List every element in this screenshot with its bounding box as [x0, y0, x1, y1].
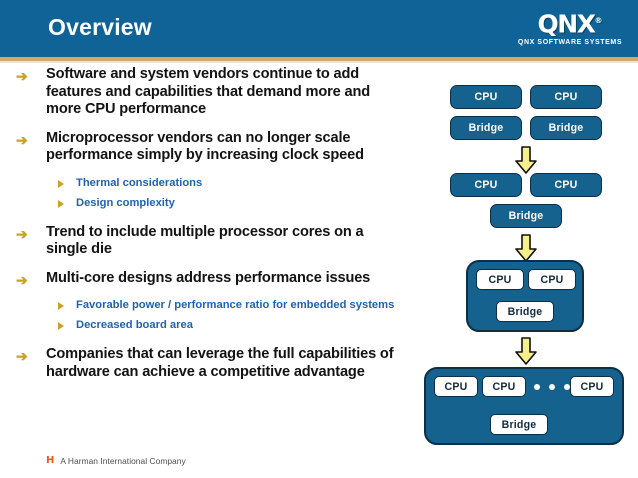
down-arrow-icon-1: [515, 146, 537, 174]
sub-bullet-item: Thermal considerations: [0, 176, 418, 190]
stage1-bridge-left: Bridge: [450, 116, 522, 140]
sub-bullet-item: Decreased board area: [0, 318, 418, 332]
qnx-logo: QNX® QNX SOFTWARE SYSTEMS: [514, 8, 626, 50]
stage1-cpu-left: CPU: [450, 85, 522, 109]
triangle-bullet-icon: [58, 199, 64, 208]
triangle-bullet-icon: [58, 179, 64, 188]
stage1-bridge-right: Bridge: [530, 116, 602, 140]
stage4-cpu-1: CPU: [434, 376, 478, 397]
page-title: Overview: [48, 14, 152, 40]
sub-bullet-list: Favorable power / performance ratio for …: [0, 298, 418, 332]
sub-bullet-text: Decreased board area: [76, 319, 193, 331]
qnx-logo-mark: QNX®: [514, 8, 626, 37]
qnx-logo-subtitle: QNX SOFTWARE SYSTEMS: [517, 39, 623, 47]
sub-bullet-item: Favorable power / performance ratio for …: [0, 298, 418, 312]
ellipsis-dot: [564, 384, 570, 390]
qnx-logo-text: QNX: [537, 9, 596, 39]
down-arrow-icon-3: [515, 337, 537, 365]
stage2-cpu-left: CPU: [450, 173, 522, 197]
stage4-bridge: Bridge: [490, 414, 548, 435]
multicore-evolution-diagram: CPU CPU Bridge Bridge CPU CPU Bridge CPU…: [420, 70, 638, 460]
arrow-bullet-icon: ➔: [16, 271, 28, 288]
stage3-cpu-left: CPU: [476, 269, 524, 290]
sub-bullet-item: Design complexity: [0, 196, 418, 210]
bullet-text: Companies that can leverage the full cap…: [46, 346, 394, 380]
footer: H A Harman International Company: [46, 455, 186, 466]
triangle-bullet-icon: [58, 322, 64, 330]
header-gold-rule: [0, 57, 638, 61]
bullet-item: ➔ Trend to include multiple processor co…: [0, 224, 418, 259]
down-arrow-icon-2: [515, 234, 537, 262]
spacer: [0, 338, 418, 346]
spacer: [0, 216, 418, 224]
sub-bullet-text: Thermal considerations: [76, 176, 203, 189]
stage4-cpu-2: CPU: [482, 376, 526, 397]
header-gold-rule-light: [0, 61, 638, 63]
bullet-text: Microprocessor vendors can no longer sca…: [46, 129, 364, 164]
slide-header: Overview QNX® QNX SOFTWARE SYSTEMS: [0, 0, 638, 57]
ellipsis-dot: [534, 384, 540, 390]
bullet-item: ➔ Microprocessor vendors can no longer s…: [0, 130, 418, 165]
stage1-cpu-right: CPU: [530, 85, 602, 109]
arrow-bullet-icon: ➔: [16, 348, 28, 364]
stage4-cpu-n: CPU: [570, 376, 614, 397]
arrow-bullet-icon: ➔: [16, 225, 28, 242]
stage2-cpu-right: CPU: [530, 173, 602, 197]
arrow-bullet-icon: ➔: [16, 68, 28, 84]
registered-trademark-icon: ®: [594, 16, 603, 25]
harman-logo-icon: H: [46, 455, 55, 466]
sub-bullet-text: Favorable power / performance ratio for …: [76, 299, 395, 311]
footer-text: A Harman International Company: [60, 455, 186, 466]
bullet-item: ➔ Multi-core designs address performance…: [0, 270, 418, 288]
stage2-bridge: Bridge: [490, 204, 562, 228]
bullet-text: Multi-core designs address performance i…: [46, 269, 371, 286]
bullet-text: Software and system vendors continue to …: [46, 66, 370, 117]
stage3-cpu-right: CPU: [528, 269, 576, 290]
ellipsis-dot: [549, 384, 555, 390]
stage4-ellipsis: [534, 384, 570, 390]
sub-bullet-text: Design complexity: [76, 196, 175, 209]
bullet-list: ➔ Software and system vendors continue t…: [0, 66, 418, 392]
triangle-bullet-icon: [58, 302, 64, 310]
stage3-bridge: Bridge: [496, 301, 554, 322]
bullet-item: ➔ Software and system vendors continue t…: [0, 66, 418, 119]
bullet-text: Trend to include multiple processor core…: [46, 223, 364, 258]
bullet-item: ➔ Companies that can leverage the full c…: [0, 346, 418, 381]
sub-bullet-list: Thermal considerations Design complexity: [0, 176, 418, 210]
arrow-bullet-icon: ➔: [16, 131, 28, 148]
